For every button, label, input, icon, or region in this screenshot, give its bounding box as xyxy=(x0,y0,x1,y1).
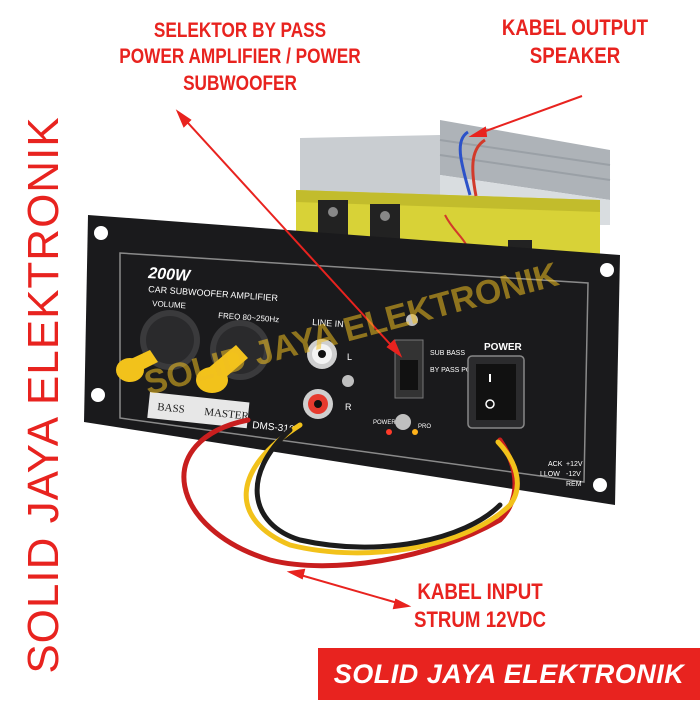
wire-legend-1: +12V xyxy=(566,461,583,468)
annotation-arrows xyxy=(175,95,583,610)
left-channel-label: L xyxy=(347,352,352,362)
selector-callout-line2: POWER AMPLIFIER / POWER SUBWOOFER xyxy=(119,45,361,95)
led-pro-label: PRO xyxy=(418,424,431,430)
side-brand-text: SOLID JAYA ELEKTRONIK xyxy=(19,116,68,674)
brand-plate: BASS MASTER xyxy=(147,391,250,429)
power-led xyxy=(386,429,392,435)
transistor xyxy=(370,204,400,242)
arrowhead xyxy=(468,126,488,137)
power-rating: 200W xyxy=(147,265,193,285)
input-callout: KABEL INPUT STRUM 12VDC xyxy=(378,578,582,633)
transistor xyxy=(318,200,348,238)
mount-hole xyxy=(94,226,108,240)
volume-label: VOLUME xyxy=(152,299,186,310)
screw xyxy=(395,414,411,430)
brand-left: BASS xyxy=(157,401,186,416)
switch-top-label: SUB BASS xyxy=(430,350,465,357)
rca-jack-left[interactable] xyxy=(307,339,337,369)
input-callout-line1: KABEL INPUT xyxy=(417,579,543,604)
screw xyxy=(406,314,418,326)
output-callout: KABEL OUTPUT SPEAKER xyxy=(486,14,665,69)
arrowhead xyxy=(392,598,412,610)
model-number: DMS-310 xyxy=(252,420,296,435)
bypass-selector-switch[interactable] xyxy=(394,339,424,399)
input-callout-line2: STRUM 12VDC xyxy=(414,606,546,632)
input-arrow xyxy=(289,571,409,607)
led-power-label: POWER xyxy=(373,420,396,426)
power-label: POWER xyxy=(484,342,523,353)
wire-legend-4: ACK xyxy=(548,461,563,468)
mount-hole xyxy=(600,263,614,277)
bottom-brand-text: SOLID JAYA ELEKTRONIK xyxy=(333,658,685,689)
wire-legend-5: LLOW xyxy=(540,471,560,478)
screw xyxy=(342,375,354,387)
output-arrow xyxy=(471,95,583,137)
volume-knob[interactable] xyxy=(116,310,200,382)
freq-knob[interactable] xyxy=(196,320,270,393)
arrowhead xyxy=(386,339,403,358)
output-callout-line1: KABEL OUTPUT xyxy=(501,15,649,40)
output-callout-line2: SPEAKER xyxy=(529,42,621,68)
bottom-brand-banner: SOLID JAYA ELEKTRONIK xyxy=(318,648,700,700)
selector-arrow xyxy=(177,111,401,356)
right-channel-label: R xyxy=(345,402,352,412)
pro-led xyxy=(412,429,418,435)
input-wires xyxy=(181,417,520,569)
arrowhead xyxy=(286,568,306,580)
arrowhead xyxy=(175,109,192,128)
power-rocker-switch[interactable] xyxy=(467,355,525,429)
line-in-label: LINE IN xyxy=(312,317,344,329)
amplifier-photo: 200W CAR SUBWOOFER AMPLIFIER VOLUME FREQ… xyxy=(84,95,620,610)
mount-hole xyxy=(91,388,105,402)
wire-legend-3: REM xyxy=(566,481,582,488)
selector-callout-line1: SELEKTOR BY PASS xyxy=(153,19,327,42)
mount-hole xyxy=(593,478,607,492)
brand-right: MASTER xyxy=(204,406,250,423)
selector-callout: SELEKTOR BY PASS POWER AMPLIFIER / POWER… xyxy=(68,18,412,97)
rca-jack-right[interactable] xyxy=(303,389,333,419)
wire-legend-2: -12V xyxy=(566,471,581,478)
